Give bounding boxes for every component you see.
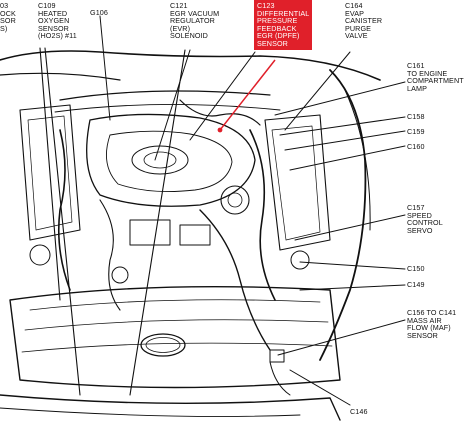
label-c149: C149 [407, 280, 425, 289]
label-c146: C146 [350, 407, 368, 416]
label-c157-speed-control-servo: C157 SPEED CONTROL SERVO [407, 203, 443, 235]
label-c121-evr-solenoid: C121 EGR VACUUM REGULATOR (EVR) SOLENOID [170, 1, 220, 41]
label-c158: C158 [407, 112, 425, 121]
label-c123-dpfe-sensor-highlight: C123 DIFFERENTIAL PRESSURE FEEDBACK EGR … [254, 0, 313, 50]
label-c159: C159 [407, 127, 425, 136]
label-c156-maf-sensor: C156 TO C141 MASS AIR FLOW (MAF) SENSOR [407, 308, 457, 340]
label-c109-ho2s: C109 HEATED OXYGEN SENSOR (HO2S) #11 [38, 1, 77, 41]
label-c161-engine-compartment-lamp: C161 TO ENGINE COMPARTMENT LAMP [407, 61, 464, 93]
label-g106: G106 [90, 8, 108, 17]
label-c160: C160 [407, 142, 425, 151]
label-c164-evap-purge-valve: C164 EVAP CANISTER PURGE VALVE [345, 1, 383, 41]
label-c150: C150 [407, 264, 425, 273]
label-partial-left-top: 03 OCK SOR S) [0, 1, 16, 33]
